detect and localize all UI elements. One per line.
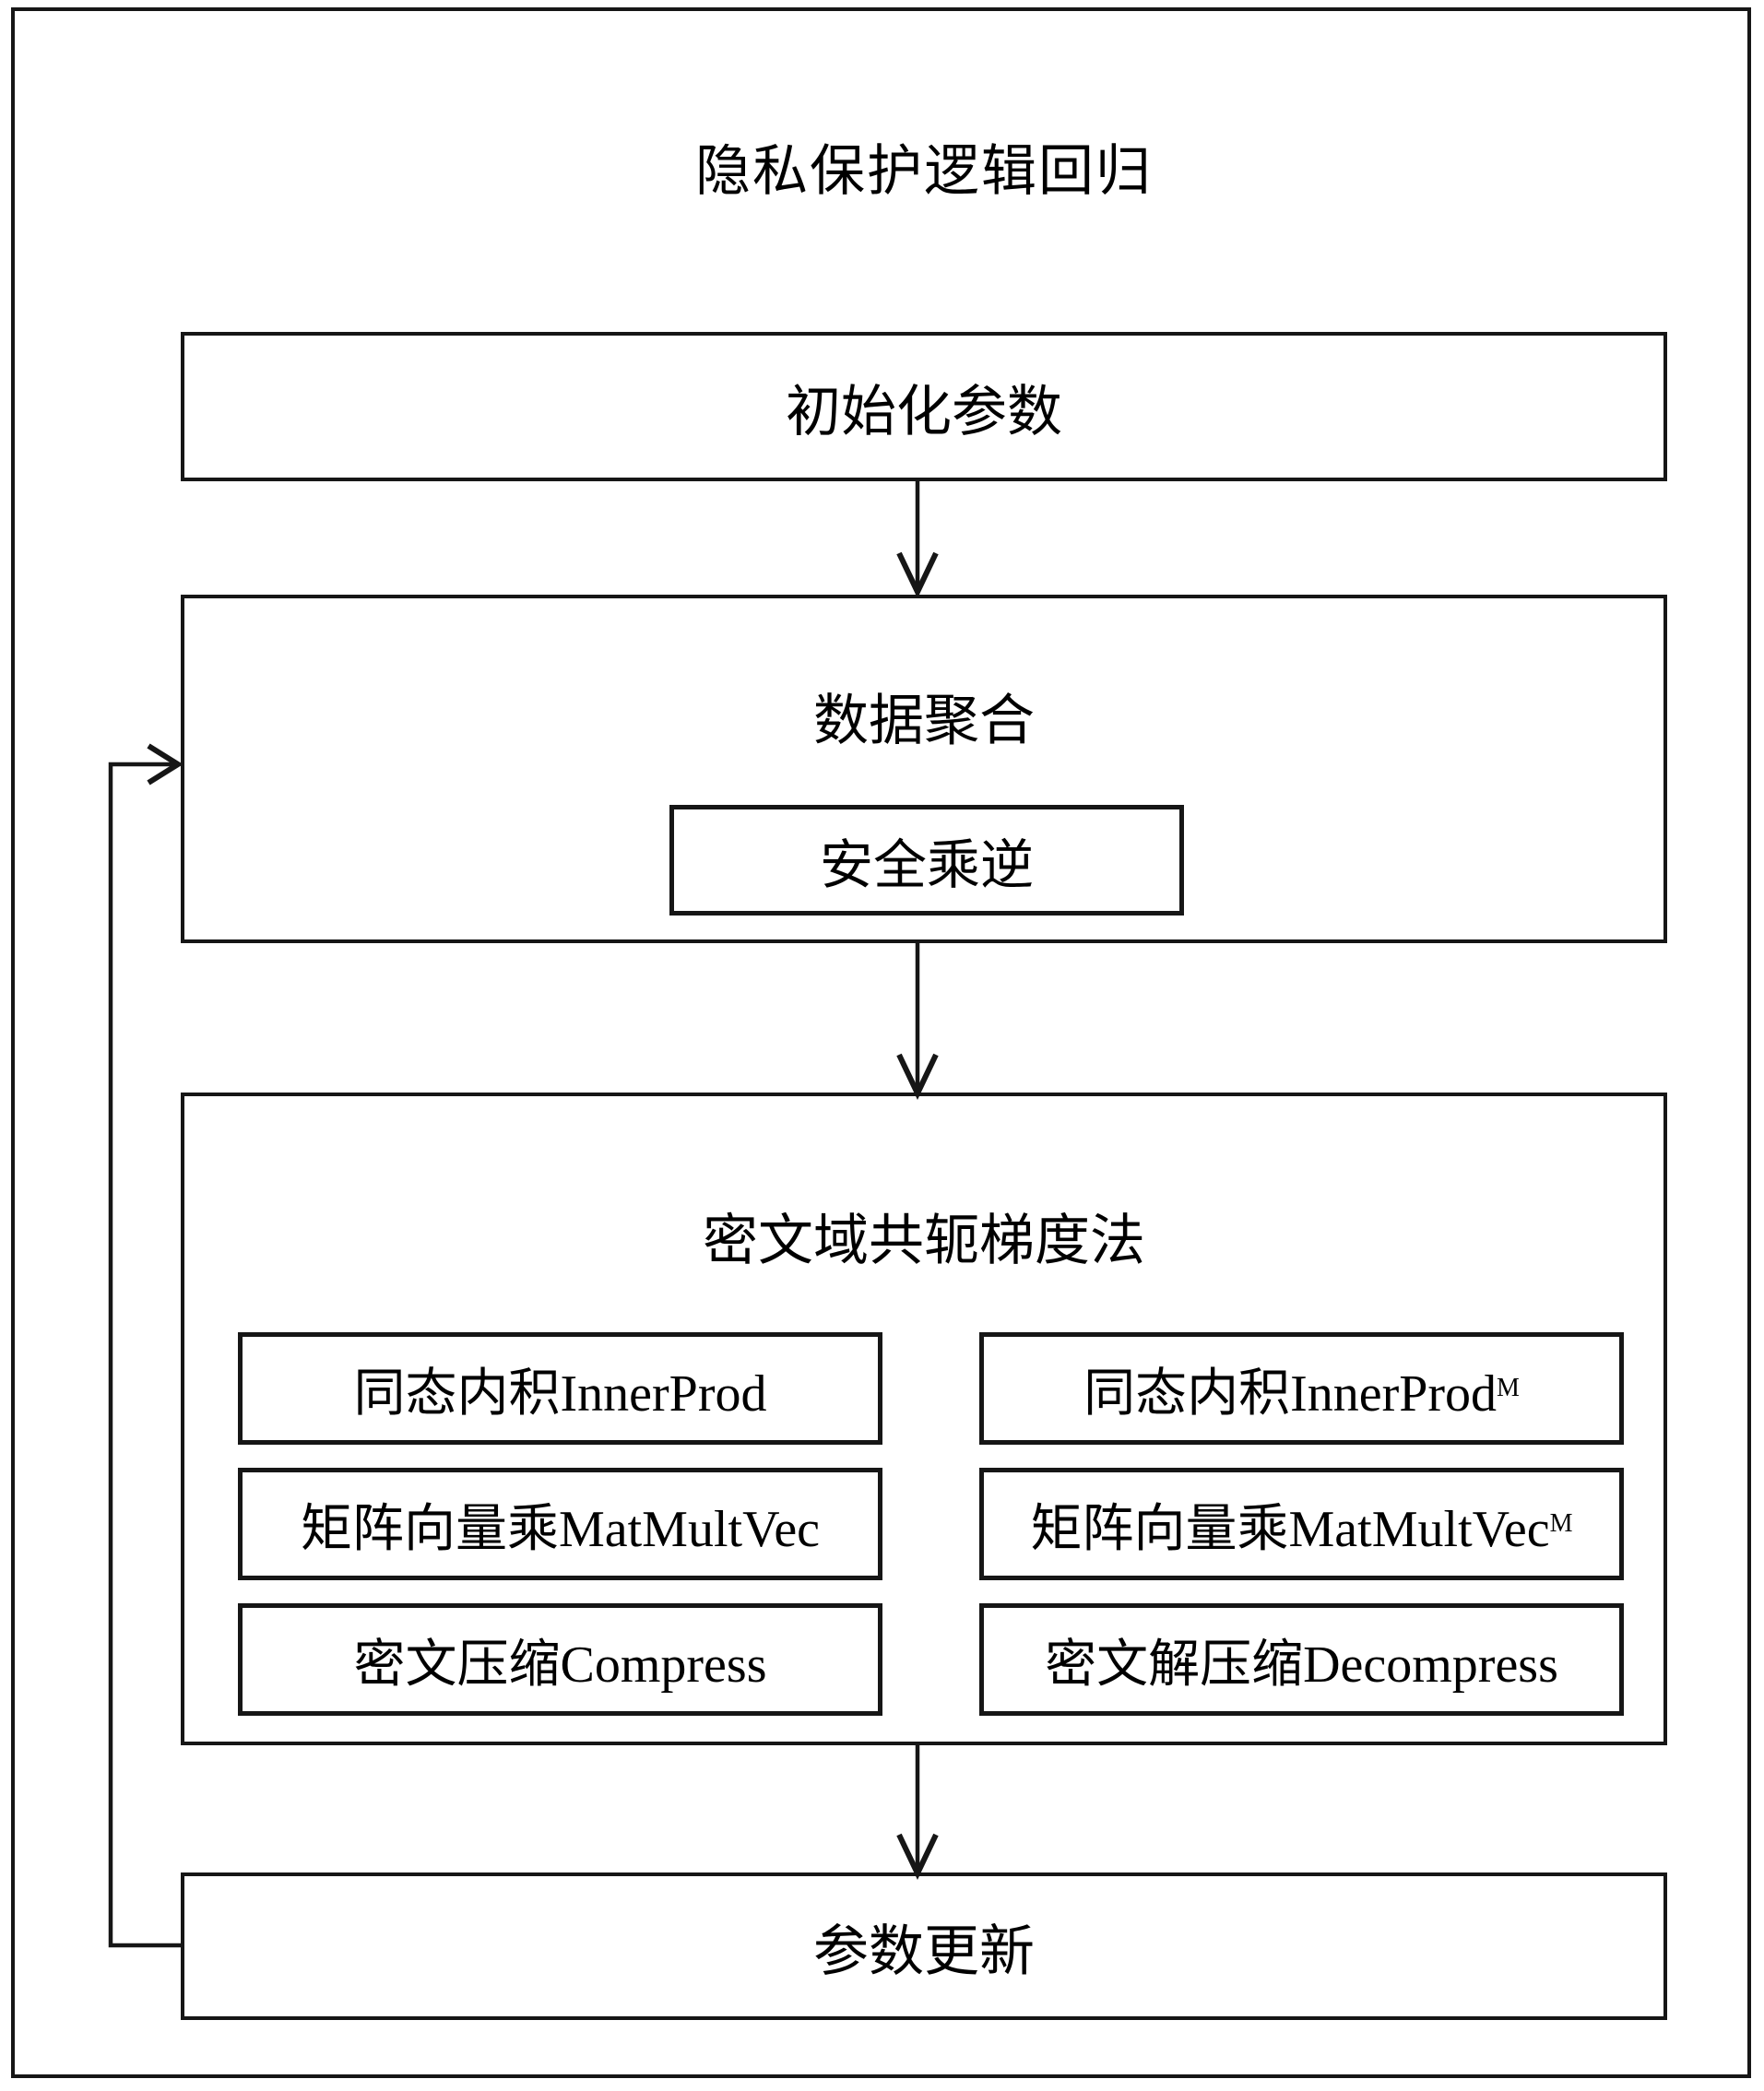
node-matrix-vector-multiply: 矩阵向量乘MatMultVec <box>238 1468 882 1580</box>
label-text: 密文压缩Compress <box>353 1636 767 1694</box>
label-text: 矩阵向量乘MatMultVec <box>1030 1500 1550 1558</box>
node-secure-multiplicative-inverse-label: 安全乘逆 <box>819 835 1034 895</box>
node-ciphertext-decompress-label: 密文解压缩Decompress <box>984 1608 1619 1711</box>
node-secure-multiplicative-inverse: 安全乘逆 <box>669 805 1184 916</box>
label-subscript: M <box>1549 1509 1573 1538</box>
node-initialize-parameters: 初始化参数 <box>181 332 1667 481</box>
diagram-title: 隐私保护逻辑回归 <box>695 141 1153 202</box>
node-data-aggregation-label: 数据聚合 <box>813 691 1035 751</box>
node-homomorphic-inner-product: 同态内积InnerProd <box>238 1332 882 1445</box>
label-text: 密文解压缩Decompress <box>1045 1636 1558 1694</box>
label-text: 同态内积InnerProd <box>1083 1364 1498 1423</box>
node-ciphertext-compress-label: 密文压缩Compress <box>243 1608 878 1711</box>
node-ciphertext-conjugate-gradient-label: 密文域共轭梯度法 <box>703 1211 1145 1271</box>
node-parameter-update-label: 参数更新 <box>813 1920 1035 1982</box>
node-ciphertext-decompress: 密文解压缩Decompress <box>979 1603 1624 1716</box>
label-subscript: M <box>1497 1374 1520 1402</box>
label-text: 矩阵向量乘MatMultVec <box>300 1500 821 1558</box>
label-text: 同态内积InnerProd <box>353 1364 767 1423</box>
node-homomorphic-inner-product-label: 同态内积InnerProd <box>243 1337 878 1440</box>
node-parameter-update: 参数更新 <box>181 1872 1667 2020</box>
node-matrix-vector-multiply-label: 矩阵向量乘MatMultVec <box>243 1472 878 1576</box>
outer-border <box>11 7 1751 2078</box>
node-initialize-parameters-label: 初始化参数 <box>786 381 1062 443</box>
node-data-aggregation: 数据聚合 安全乘逆 <box>181 595 1667 943</box>
node-ciphertext-compress: 密文压缩Compress <box>238 1603 882 1716</box>
